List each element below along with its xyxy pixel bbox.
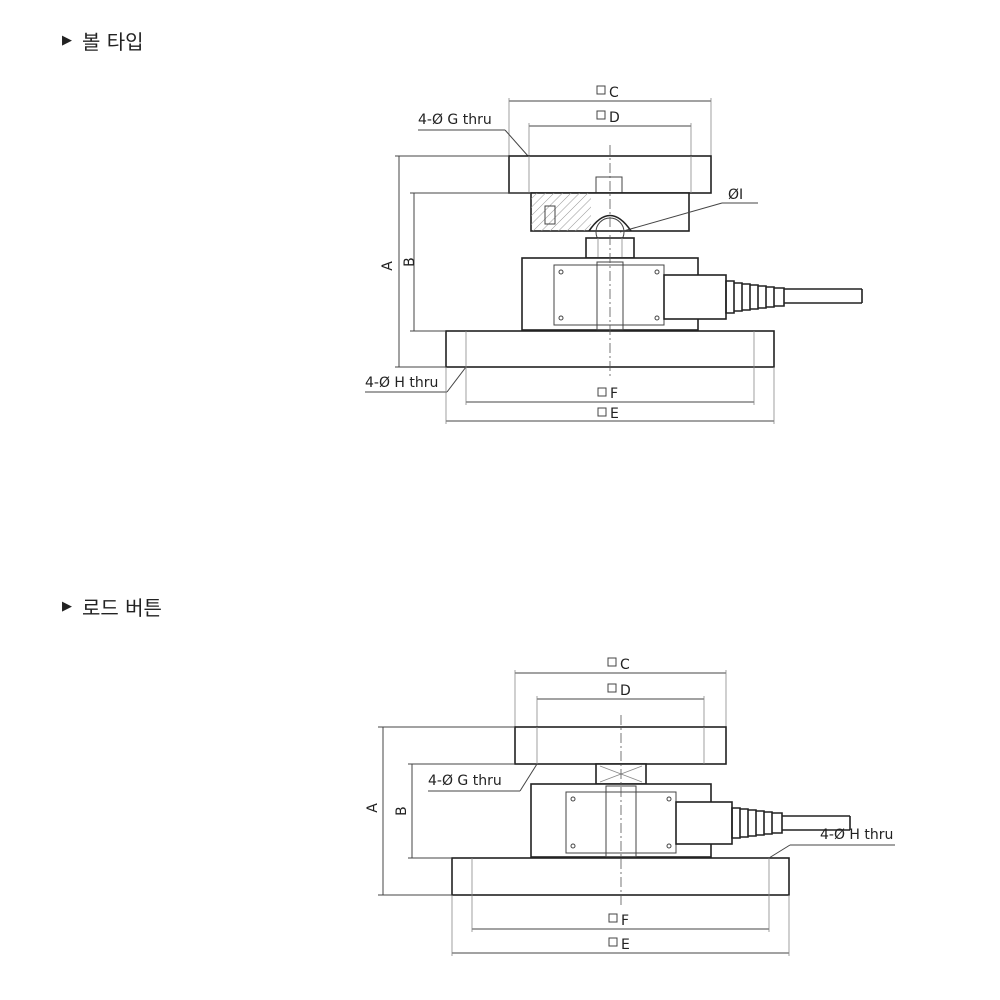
label-g-thru: 4-Ø G thru: [428, 773, 502, 789]
label-d: D: [620, 683, 631, 699]
label-i: ØI: [728, 187, 743, 203]
top-plate: [514, 726, 727, 765]
label-d: D: [609, 110, 620, 126]
ball-type-drawing: C D 4-Ø G thru ØI: [365, 85, 863, 424]
cable-connector: [663, 274, 727, 320]
triangle-right-icon: ▶: [62, 599, 72, 614]
square-symbol-icon: [607, 683, 617, 693]
label-a: A: [380, 261, 396, 271]
cable-connector: [675, 801, 733, 845]
label-a: A: [365, 803, 381, 813]
square-symbol-icon: [597, 407, 607, 417]
label-b: B: [402, 257, 418, 267]
section-title-ball-type: ▶ 볼 타입: [62, 26, 144, 55]
label-h-thru: 4-Ø H thru: [365, 375, 438, 391]
label-g-thru: 4-Ø G thru: [418, 112, 492, 128]
square-symbol-icon: [596, 85, 606, 95]
ball: [588, 214, 632, 232]
label-c: C: [609, 85, 619, 101]
square-symbol-icon: [597, 387, 607, 397]
label-h-thru: 4-Ø H thru: [820, 827, 893, 843]
section-title-text: 볼 타입: [82, 30, 144, 54]
square-symbol-icon: [607, 657, 617, 667]
base-plate: [451, 857, 790, 896]
square-symbol-icon: [596, 110, 606, 120]
load-button-drawing: C D 4-Ø G thru: [365, 657, 895, 956]
section-title-text: 로드 버튼: [82, 596, 162, 620]
label-f: F: [610, 386, 618, 402]
label-e: E: [610, 406, 619, 422]
square-symbol-icon: [608, 913, 618, 923]
triangle-right-icon: ▶: [62, 33, 72, 48]
label-c: C: [620, 657, 630, 673]
label-b: B: [394, 806, 410, 816]
label-e: E: [621, 937, 630, 953]
label-f: F: [621, 913, 629, 929]
section-title-load-button: ▶ 로드 버튼: [62, 592, 162, 621]
square-symbol-icon: [608, 937, 618, 947]
